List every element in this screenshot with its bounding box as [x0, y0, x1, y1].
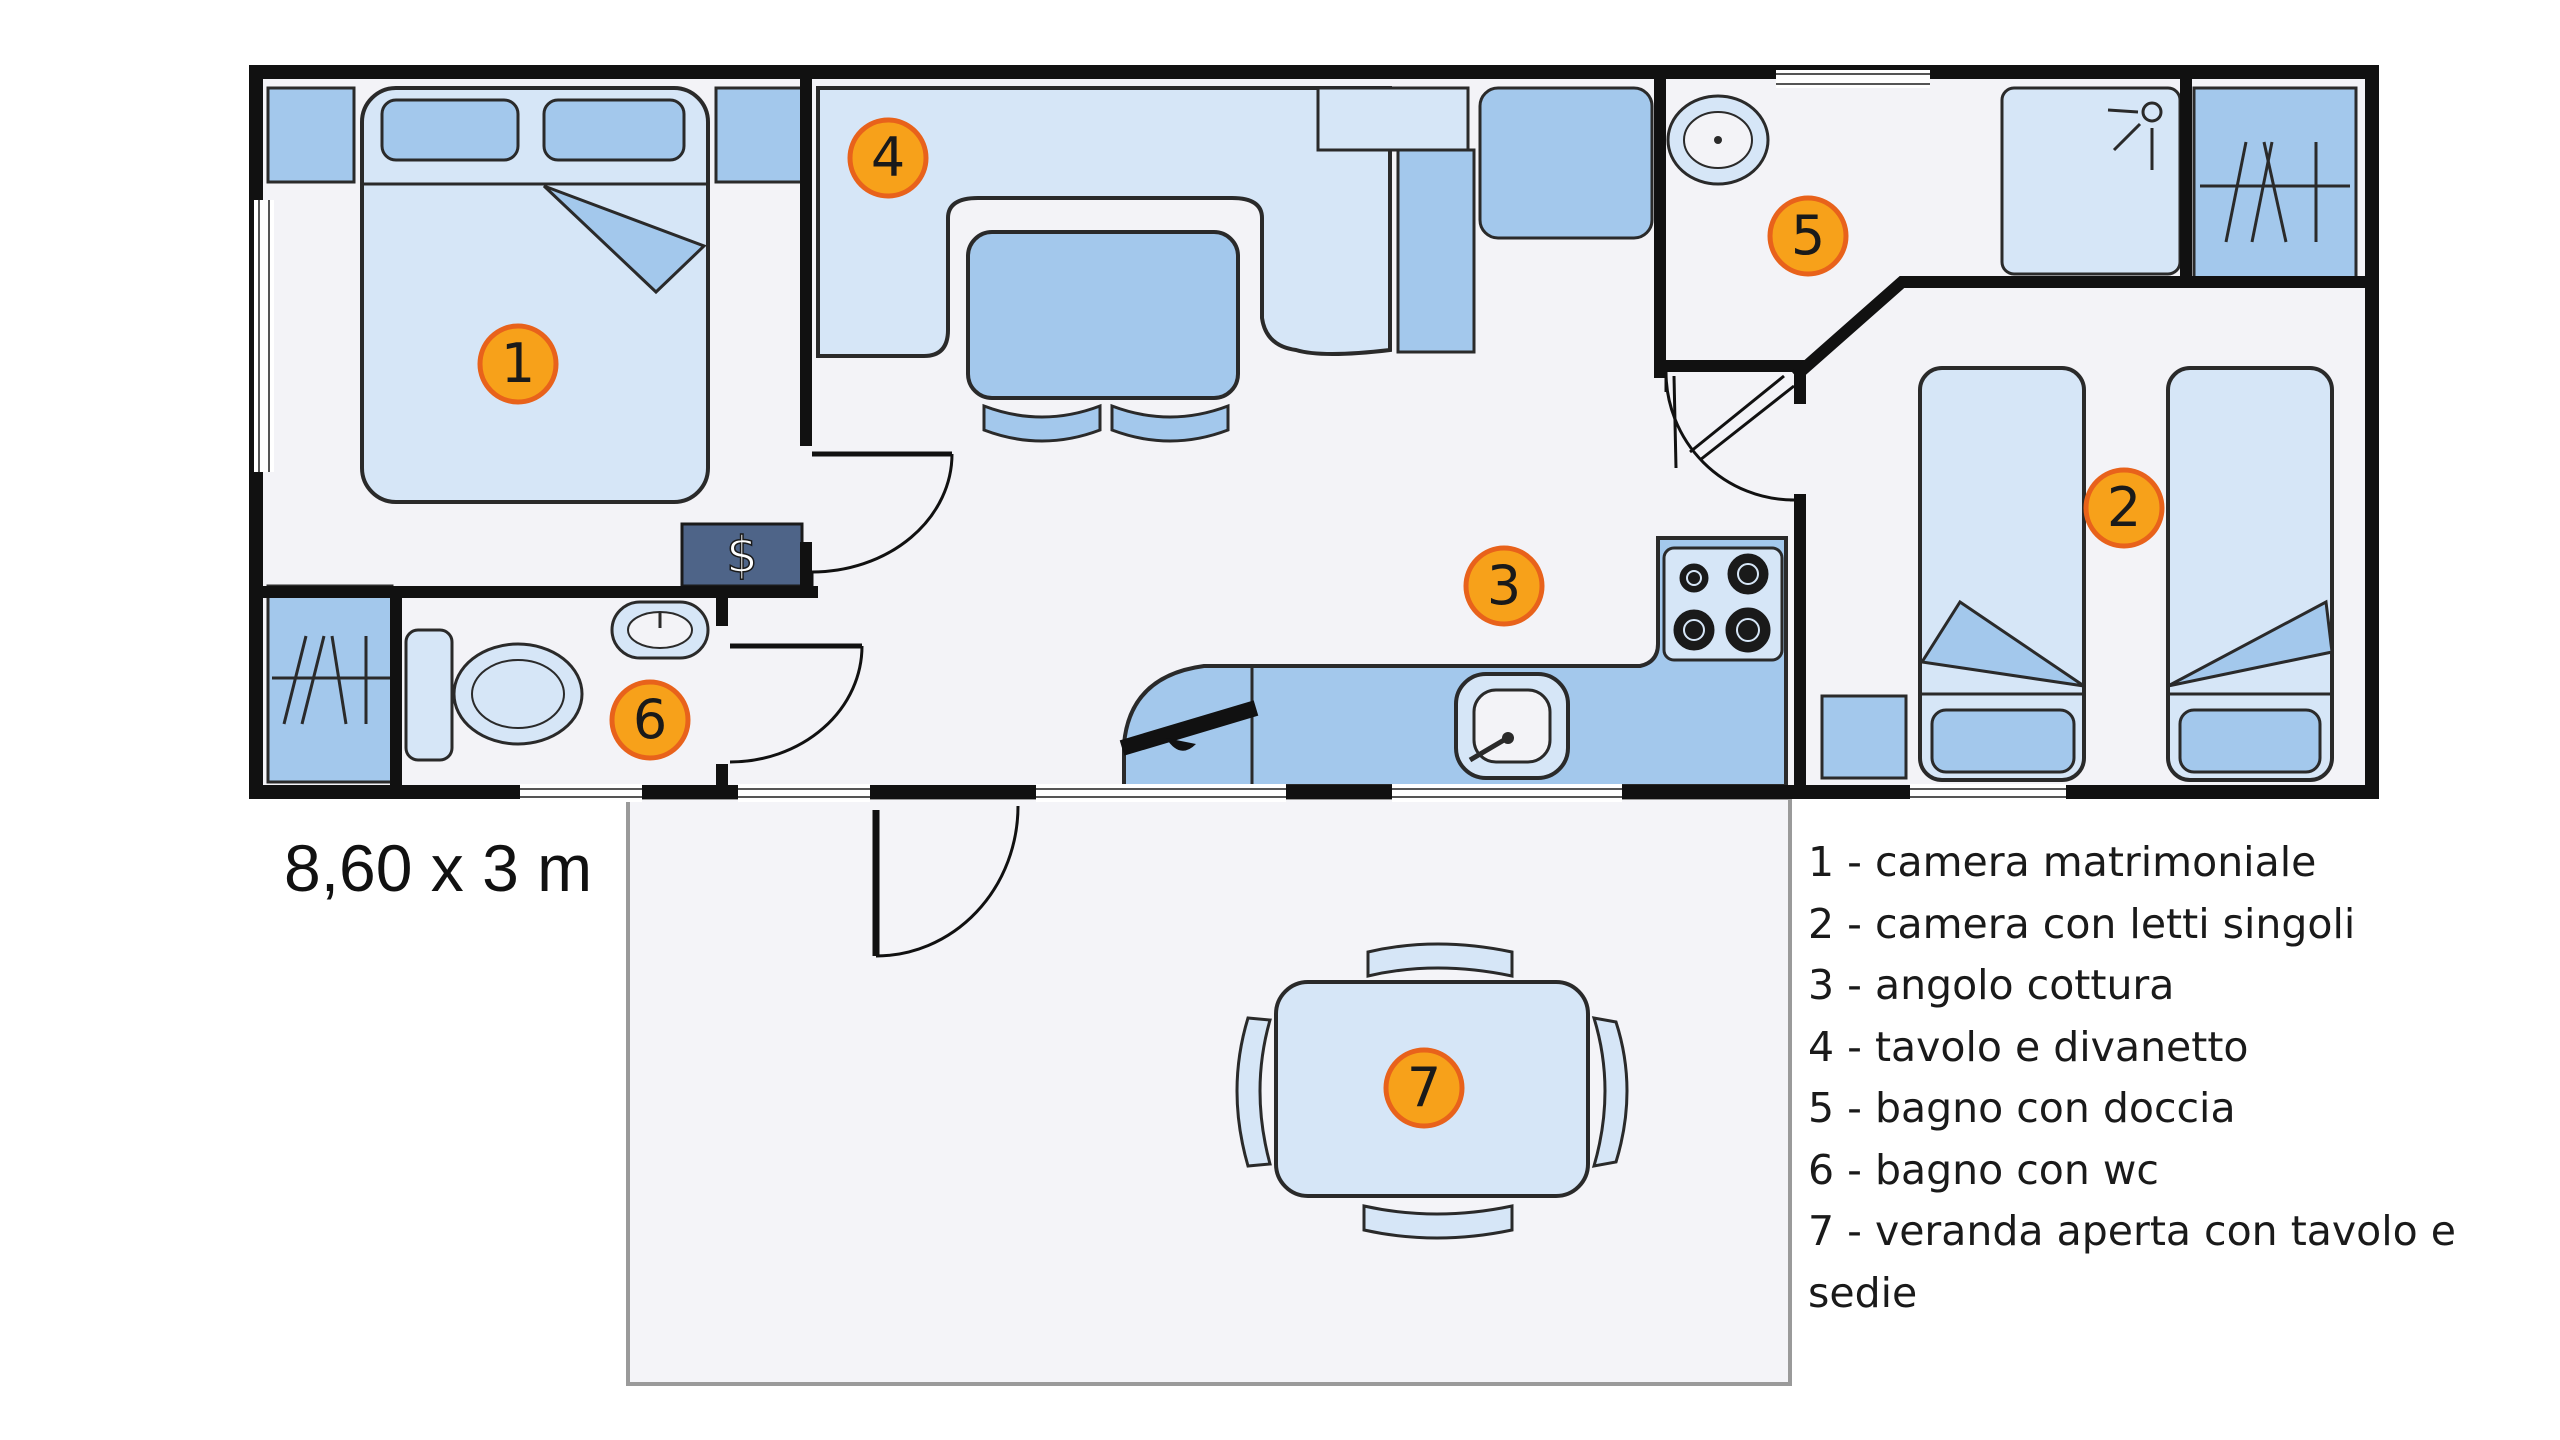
room-3-kitchen — [1119, 536, 1788, 788]
pillow — [380, 98, 520, 162]
room-marker-4: 4 — [847, 117, 929, 199]
wardrobe — [266, 584, 394, 784]
room-1-master-bedroom: $ — [266, 86, 804, 588]
legend-item-3: 3 - angolo cottura — [1808, 961, 2175, 1009]
chair — [1366, 942, 1514, 978]
dimensions-label: 8,60 x 3 m — [284, 831, 593, 905]
room-6-wc-bathroom — [266, 584, 710, 784]
doors — [729, 364, 1806, 958]
legend-item-4: 4 - tavolo e divanetto — [1808, 1022, 2249, 1071]
bed-sheet-fold — [1919, 599, 2085, 688]
wardrobe — [714, 86, 804, 184]
chair — [1235, 1016, 1272, 1168]
legend: 1 - camera matrimoniale 2 - camera con l… — [1808, 832, 2548, 1324]
shower-head-icon — [2107, 101, 2163, 170]
chair — [1110, 403, 1230, 443]
fridge-column — [1396, 148, 1476, 354]
dining-table — [966, 230, 1240, 400]
room-marker-7: 7 — [1383, 1047, 1465, 1129]
veranda-area — [626, 796, 1792, 1386]
hanger-lines — [272, 635, 390, 725]
toilet-tank — [404, 628, 454, 762]
hanger-lines — [2200, 141, 2350, 243]
counter-board — [1119, 700, 1259, 756]
svg-text:1: 1 — [501, 332, 535, 395]
wardrobe — [2192, 86, 2358, 280]
safe-symbol: $ — [726, 526, 758, 584]
bed-sheet-fold — [2167, 599, 2334, 688]
chair — [982, 403, 1102, 443]
room-5-shower-bathroom — [1666, 86, 2358, 280]
legend-item-7: 7 - veranda aperta con tavolo e sedie — [1808, 1207, 2456, 1317]
pillow — [1930, 708, 2076, 774]
room-2-twin-bedroom — [1820, 366, 2334, 782]
legend-item-6: 6 - bagno con wc — [1808, 1145, 2159, 1194]
bench-seat — [816, 86, 1392, 358]
legend-item-1: 1 - camera matrimoniale — [1808, 838, 2317, 886]
room-marker-2: 2 — [2083, 467, 2165, 549]
room-marker-3: 3 — [1463, 545, 1545, 627]
wall-cabinet — [1316, 86, 1470, 152]
chair — [1362, 1204, 1514, 1240]
windows — [254, 70, 2066, 802]
nightstand — [1820, 694, 1908, 780]
room-4-dining — [816, 86, 1654, 443]
burner-icons — [1673, 553, 1771, 653]
bed-sheet-fold — [542, 184, 707, 295]
wardrobe — [266, 86, 356, 184]
svg-text:2: 2 — [2107, 476, 2141, 539]
svg-text:6: 6 — [633, 688, 667, 751]
room-marker-6: 6 — [609, 679, 691, 761]
room-marker-5: 5 — [1767, 195, 1849, 277]
room-markers: 1 2 3 4 5 6 7 — [477, 117, 2165, 1129]
appliance-cabinet — [1478, 86, 1654, 240]
legend-item-5: 5 - bagno con doccia — [1808, 1084, 2236, 1132]
svg-text:3: 3 — [1487, 554, 1521, 617]
svg-text:4: 4 — [871, 126, 905, 189]
pillow — [542, 98, 686, 162]
room-marker-1: 1 — [477, 323, 559, 405]
safe-box — [680, 522, 804, 588]
svg-text:5: 5 — [1791, 204, 1825, 267]
pillow — [2178, 708, 2322, 774]
svg-text:7: 7 — [1407, 1056, 1441, 1119]
chair — [1591, 1016, 1629, 1168]
legend-item-2: 2 - camera con letti singoli — [1808, 899, 2356, 948]
double-bed — [360, 86, 710, 504]
